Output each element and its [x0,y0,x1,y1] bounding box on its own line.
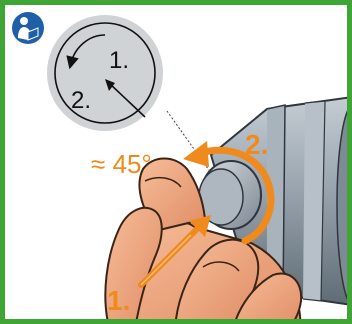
inset-step2-label: 2. [71,89,91,113]
step2-label: 2. [245,131,268,159]
read-manual-icon [12,12,44,44]
procedure-illustration [5,5,352,324]
inset-step1-label: 1. [109,49,129,73]
step1-label: 1. [107,287,130,315]
angle-label: ≈ 45° [91,151,152,177]
inset-diagram [47,15,163,131]
